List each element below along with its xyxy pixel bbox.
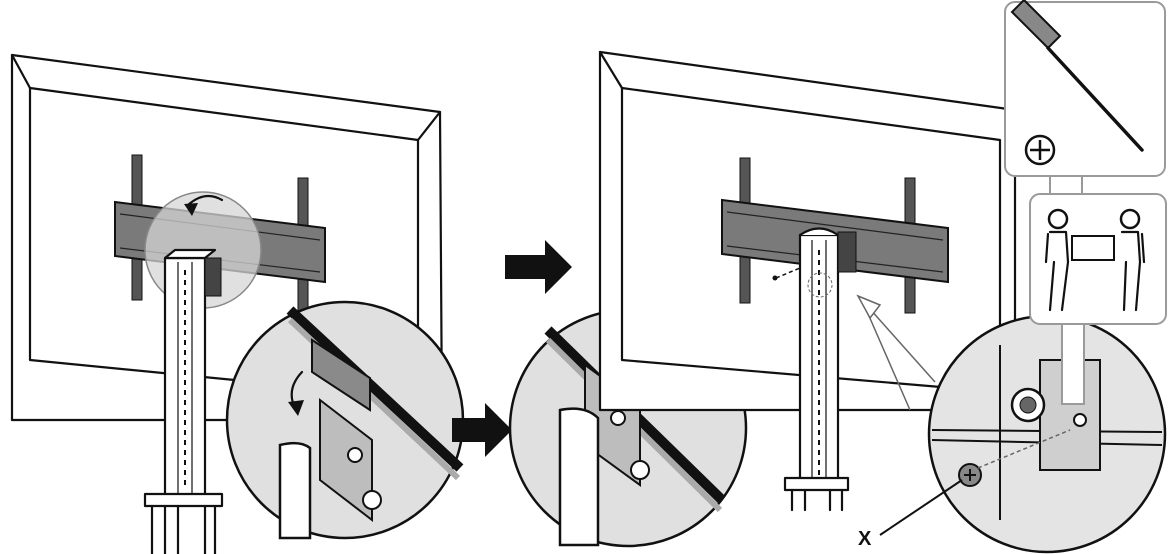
hook-arrow-icon — [186, 194, 224, 207]
tool-panel-screwdriver — [1004, 0, 1166, 177]
zoom-detail-1 — [225, 300, 465, 540]
phillips-screwdriver-icon — [1010, 0, 1144, 166]
callout-leader-line — [879, 479, 963, 536]
zoom-detail-3 — [927, 314, 1167, 554]
tool-panel-two-person — [1029, 193, 1167, 325]
callout-label-x: X — [858, 528, 872, 550]
column-right — [783, 227, 857, 512]
column-left — [143, 248, 224, 554]
step-1-scene — [10, 53, 465, 554]
two-person-lift-icon — [1044, 208, 1146, 312]
next-step-arrow-1 — [505, 240, 572, 294]
step-2-scene — [598, 50, 1167, 554]
next-step-arrow-2 — [452, 403, 512, 457]
